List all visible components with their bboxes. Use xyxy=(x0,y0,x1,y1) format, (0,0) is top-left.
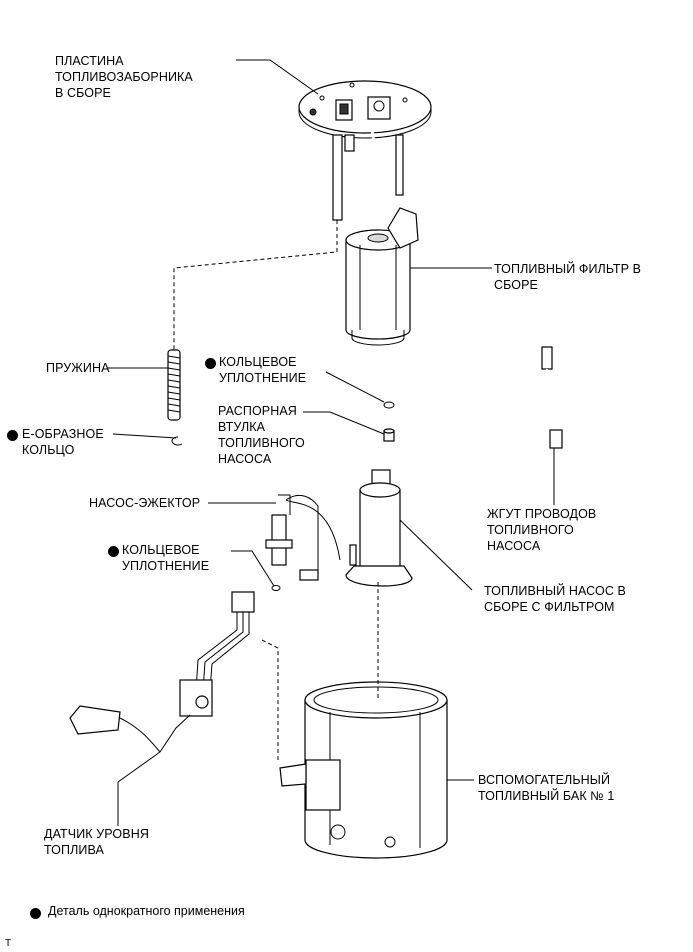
leader-pump xyxy=(399,519,473,591)
legend-marker xyxy=(30,908,41,919)
label-fuel-filter: ТОПЛИВНЫЙ ФИЛЬТР В СБОРЕ xyxy=(494,262,642,292)
fuel-pump xyxy=(345,469,413,587)
label-e-clip: Е-ОБРАЗНОЕ КОЛЬЦО xyxy=(22,427,104,457)
leader-oring-bottom xyxy=(231,550,275,587)
spacer xyxy=(383,428,395,442)
leader-eclip xyxy=(112,433,177,439)
leader-sender xyxy=(117,751,161,826)
fuel-sender xyxy=(69,591,255,753)
label-spacer: РАСПОРНАЯ ВТУЛКА ТОПЛИВНОГО НАСОСА xyxy=(218,404,305,466)
label-fuel-suction-plate: ПЛАСТИНА ТОПЛИВОЗАБОРНИКА В СБОРЕ xyxy=(55,54,193,100)
label-fuel-sender: ДАТЧИК УРОВНЯ ТОПЛИВА xyxy=(44,827,149,857)
label-fuel-pump: ТОПЛИВНЫЙ НАСОС В СБОРЕ С ФИЛЬТРОМ xyxy=(484,584,626,614)
leader-spacer xyxy=(303,411,385,435)
leader-oring-top xyxy=(325,371,385,403)
e-clip xyxy=(171,436,183,446)
label-jet-pump: НАСОС-ЭЖЕКТОР xyxy=(89,496,201,510)
assembly-line-sender xyxy=(261,639,279,760)
one-time-use-marker-oring-bottom xyxy=(108,546,119,557)
label-sub-tank: ВСПОМОГАТЕЛЬНЫЙ ТОПЛИВНЫЙ БАК № 1 xyxy=(478,773,615,803)
o-ring-top xyxy=(383,401,395,409)
plate-hose xyxy=(370,129,384,211)
o-ring-bottom xyxy=(271,585,281,591)
label-pump-harness: ЖГУТ ПРОВОДОВ ТОПЛИВНОГО НАСОСА xyxy=(487,507,597,553)
jet-pump xyxy=(265,494,341,581)
one-time-use-marker-eclip xyxy=(7,430,18,441)
spring xyxy=(167,349,181,421)
fuel-filter xyxy=(345,207,419,346)
footer-mark: T xyxy=(5,938,12,949)
legend-text: Деталь однократного применения xyxy=(48,904,245,918)
sub-tank xyxy=(279,681,448,859)
one-time-use-marker-oring-top xyxy=(205,358,216,369)
fuel-suction-plate xyxy=(298,80,432,221)
leader-plate xyxy=(236,59,319,95)
label-spring: ПРУЖИНА xyxy=(46,361,110,375)
label-o-ring-top: КОЛЬЦЕВОЕ УПЛОТНЕНИЕ xyxy=(219,355,307,385)
label-o-ring-bottom: КОЛЬЦЕВОЕ УПЛОТНЕНИЕ xyxy=(122,543,210,573)
pump-harness xyxy=(541,346,563,449)
assembly-line-spring xyxy=(173,220,338,350)
